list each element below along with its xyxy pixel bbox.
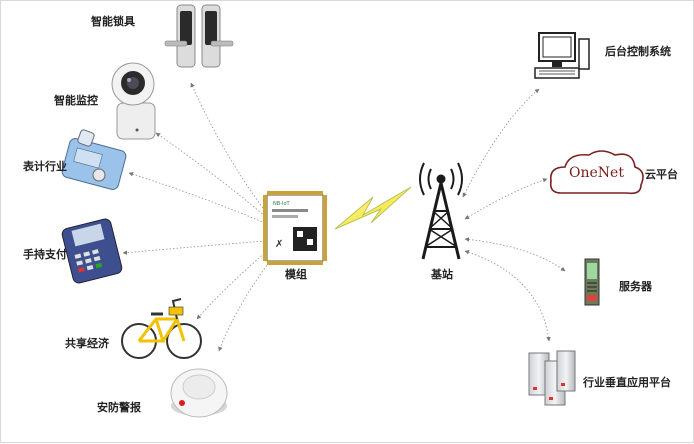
label-security-alarm: 安防警报 <box>97 401 141 414</box>
svg-text:NB-IoT: NB-IoT <box>273 201 291 207</box>
label-module: 模组 <box>285 268 307 281</box>
shared-bicycle-icon <box>121 298 202 359</box>
link-alarm <box>218 256 274 352</box>
cell-tower-icon <box>419 162 463 260</box>
label-smart-camera: 智能监控 <box>54 94 98 107</box>
label-handheld-payment: 手持支付 <box>23 248 67 261</box>
link-bike <box>196 250 268 320</box>
lightning-bolt-icon <box>334 186 412 230</box>
label-server: 服务器 <box>619 280 652 293</box>
pos-terminal-icon <box>61 218 123 284</box>
desktop-computer-icon <box>534 32 590 79</box>
svg-text:✗: ✗ <box>275 239 283 250</box>
module-device-links <box>122 82 274 352</box>
link-industry <box>464 250 551 342</box>
server-cluster-icon <box>528 350 576 406</box>
security-camera-icon <box>111 62 156 140</box>
station-platform-links <box>462 88 566 342</box>
label-meter-industry: 表计行业 <box>23 160 67 173</box>
label-backend-control: 后台控制系统 <box>605 45 671 58</box>
cloud-brand-text: OneNet <box>569 165 624 181</box>
link-camera <box>155 132 266 217</box>
link-cloud <box>464 178 548 220</box>
label-industry-platform: 行业垂直应用平台 <box>583 376 671 389</box>
cloud-icon <box>549 150 644 195</box>
label-cloud-platform: 云平台 <box>645 168 678 181</box>
link-meter <box>128 172 266 224</box>
server-icon <box>584 258 600 306</box>
link-backend <box>462 88 540 198</box>
smoke-alarm-icon <box>170 368 228 418</box>
smart-meter-icon <box>61 129 127 190</box>
smart-lock-icon <box>164 4 234 68</box>
label-smart-lock: 智能锁具 <box>91 15 135 28</box>
link-pos <box>122 240 266 255</box>
label-base-station: 基站 <box>431 268 453 281</box>
nb-iot-module-icon: NB-IoT ✗ <box>263 191 327 265</box>
link-server <box>464 237 566 272</box>
label-sharing-economy: 共享经济 <box>65 337 109 350</box>
link-smart-lock <box>190 82 266 212</box>
